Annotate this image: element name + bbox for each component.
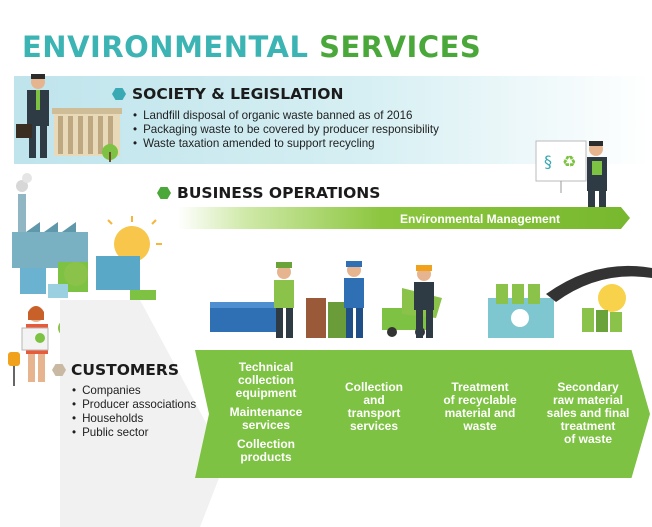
page-title: ENVIRONMENTAL SERVICES bbox=[22, 30, 481, 64]
list-item: Companies bbox=[72, 384, 196, 398]
list-item: Households bbox=[72, 412, 196, 426]
operations-illustration bbox=[210, 261, 652, 338]
title-part1: ENVIRONMENTAL bbox=[22, 30, 309, 64]
customers-hex-icon bbox=[52, 364, 66, 376]
title-part2: SERVICES bbox=[319, 30, 482, 64]
recycle-icon: ♻ bbox=[562, 152, 576, 171]
step-collection-transport bbox=[303, 350, 438, 478]
reader-illustration bbox=[8, 306, 49, 386]
customers-title: CUSTOMERS bbox=[71, 361, 179, 379]
environmental-management-bar bbox=[178, 207, 630, 229]
list-item: Landfill disposal of organic waste banne… bbox=[133, 109, 439, 123]
government-building-illustration bbox=[16, 74, 122, 162]
society-list: Landfill disposal of organic waste banne… bbox=[133, 109, 439, 151]
customers-list: Companies Producer associations Househol… bbox=[72, 384, 196, 440]
list-item: Producer associations bbox=[72, 398, 196, 412]
section-symbol: § bbox=[544, 152, 552, 171]
business-hex-icon bbox=[157, 187, 171, 199]
list-item: Waste taxation amended to support recycl… bbox=[133, 137, 439, 151]
list-item: Public sector bbox=[72, 426, 196, 440]
environmental-management-label: Environmental Management bbox=[400, 212, 561, 226]
society-hex-icon bbox=[112, 88, 126, 100]
list-item: Packaging waste to be covered by produce… bbox=[133, 123, 439, 137]
society-title: SOCIETY & LEGISLATION bbox=[132, 85, 344, 103]
step-treatment bbox=[410, 350, 546, 478]
business-title: BUSINESS OPERATIONS bbox=[177, 184, 381, 202]
step-secondary-raw-material bbox=[518, 350, 650, 478]
